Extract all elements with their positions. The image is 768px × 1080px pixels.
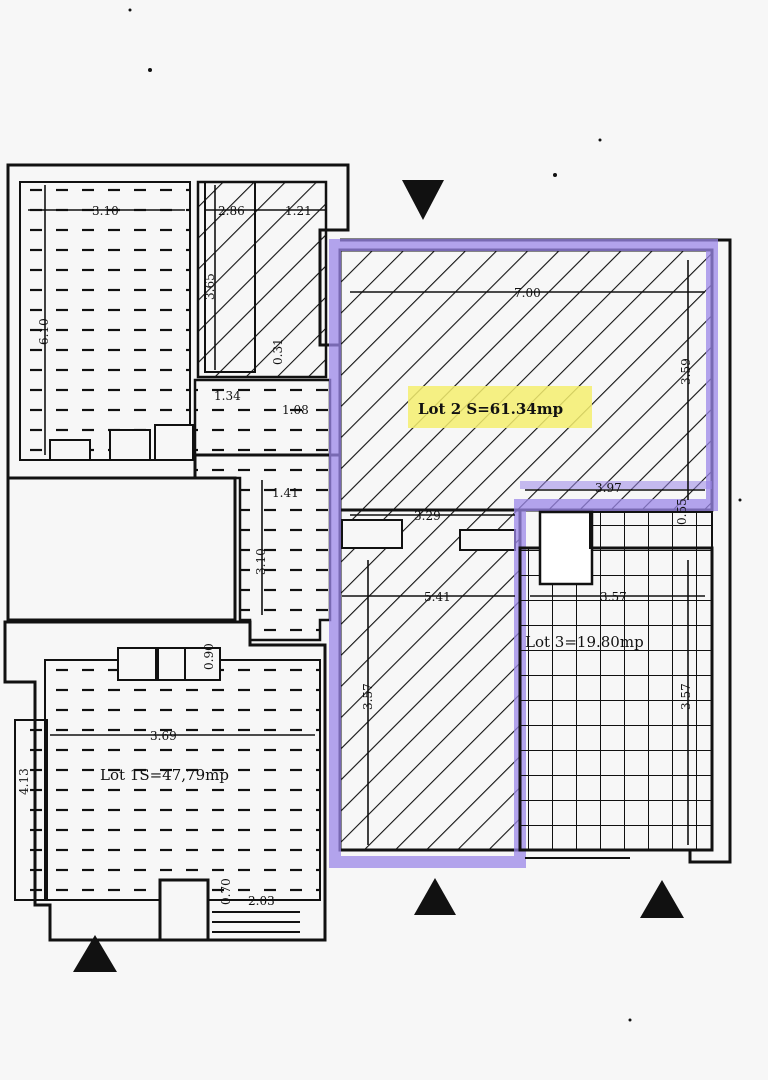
lot1-label: Lot 1S=47,79mp <box>100 766 229 784</box>
dim-lot2-height: 3.59 <box>679 358 693 385</box>
entrance-marker-lot1 <box>73 935 117 972</box>
dim-hall-5: 0.90 <box>202 643 216 670</box>
dimension-lines <box>28 185 705 845</box>
dim-hall-1: 1.34 <box>214 389 241 403</box>
dim-lot2-width: 7.00 <box>514 286 541 300</box>
entrance-marker-lot3 <box>640 880 684 918</box>
scan-specks <box>128 8 742 1022</box>
lot-labels: Lot 2 S=61.34mp Lot 1S=47,79mp Lot 3=19.… <box>100 386 644 784</box>
dim-lot3-width: 3.57 <box>600 590 627 604</box>
lot2-lower-room <box>338 508 522 852</box>
dim-hall-2: 1.08 <box>282 403 309 417</box>
lot3-label: Lot 3=19.80mp <box>525 633 644 651</box>
entrance-markers <box>73 180 684 972</box>
lot1-block <box>3 163 350 942</box>
dim-lot1-step: 0.70 <box>219 878 233 905</box>
dim-room-b-width1: 2.86 <box>218 204 245 218</box>
lot3-block <box>518 510 714 859</box>
dim-hall-3: 1.41 <box>272 486 299 500</box>
dim-lot2-lower: 3.97 <box>595 481 622 495</box>
entrance-marker-lot2 <box>414 878 456 915</box>
lot2-upper-room <box>338 248 714 512</box>
lot3-shaft <box>538 510 594 586</box>
dim-lot2-height2: 3.57 <box>361 683 375 710</box>
dim-lot1-height: 4.13 <box>17 768 31 795</box>
dim-room-a-height: 6.10 <box>37 318 51 345</box>
lot2-block <box>329 238 732 868</box>
lot1-room <box>44 659 321 901</box>
entrance-marker-top <box>402 180 444 220</box>
dim-room-b-depth: 0.31 <box>271 338 285 365</box>
dim-lot3-small: 0.55 <box>675 498 689 525</box>
lot2-label: Lot 2 S=61.34mp <box>418 400 563 418</box>
lot2-outline <box>329 239 718 868</box>
dim-lot2-mid: 3.29 <box>414 509 441 523</box>
dim-hall-4: 3.10 <box>254 548 268 575</box>
dim-lot2-side: 5.41 <box>424 590 451 604</box>
dim-lot3-height: 3.57 <box>679 683 693 710</box>
dim-lot1-bottom: 2.03 <box>248 894 275 908</box>
dim-room-b-height: 3.65 <box>203 273 217 300</box>
dim-lot1-width: 3.69 <box>150 729 177 743</box>
lot2-label-highlight <box>408 386 592 428</box>
room-a <box>19 181 191 461</box>
dim-room-a-width: 3.10 <box>92 204 119 218</box>
dimension-labels: 3.10 6.10 2.86 1.21 3.65 0.31 1.34 1.08 … <box>17 204 693 908</box>
dim-room-b-width2: 1.21 <box>285 204 312 218</box>
room-b <box>196 180 328 379</box>
